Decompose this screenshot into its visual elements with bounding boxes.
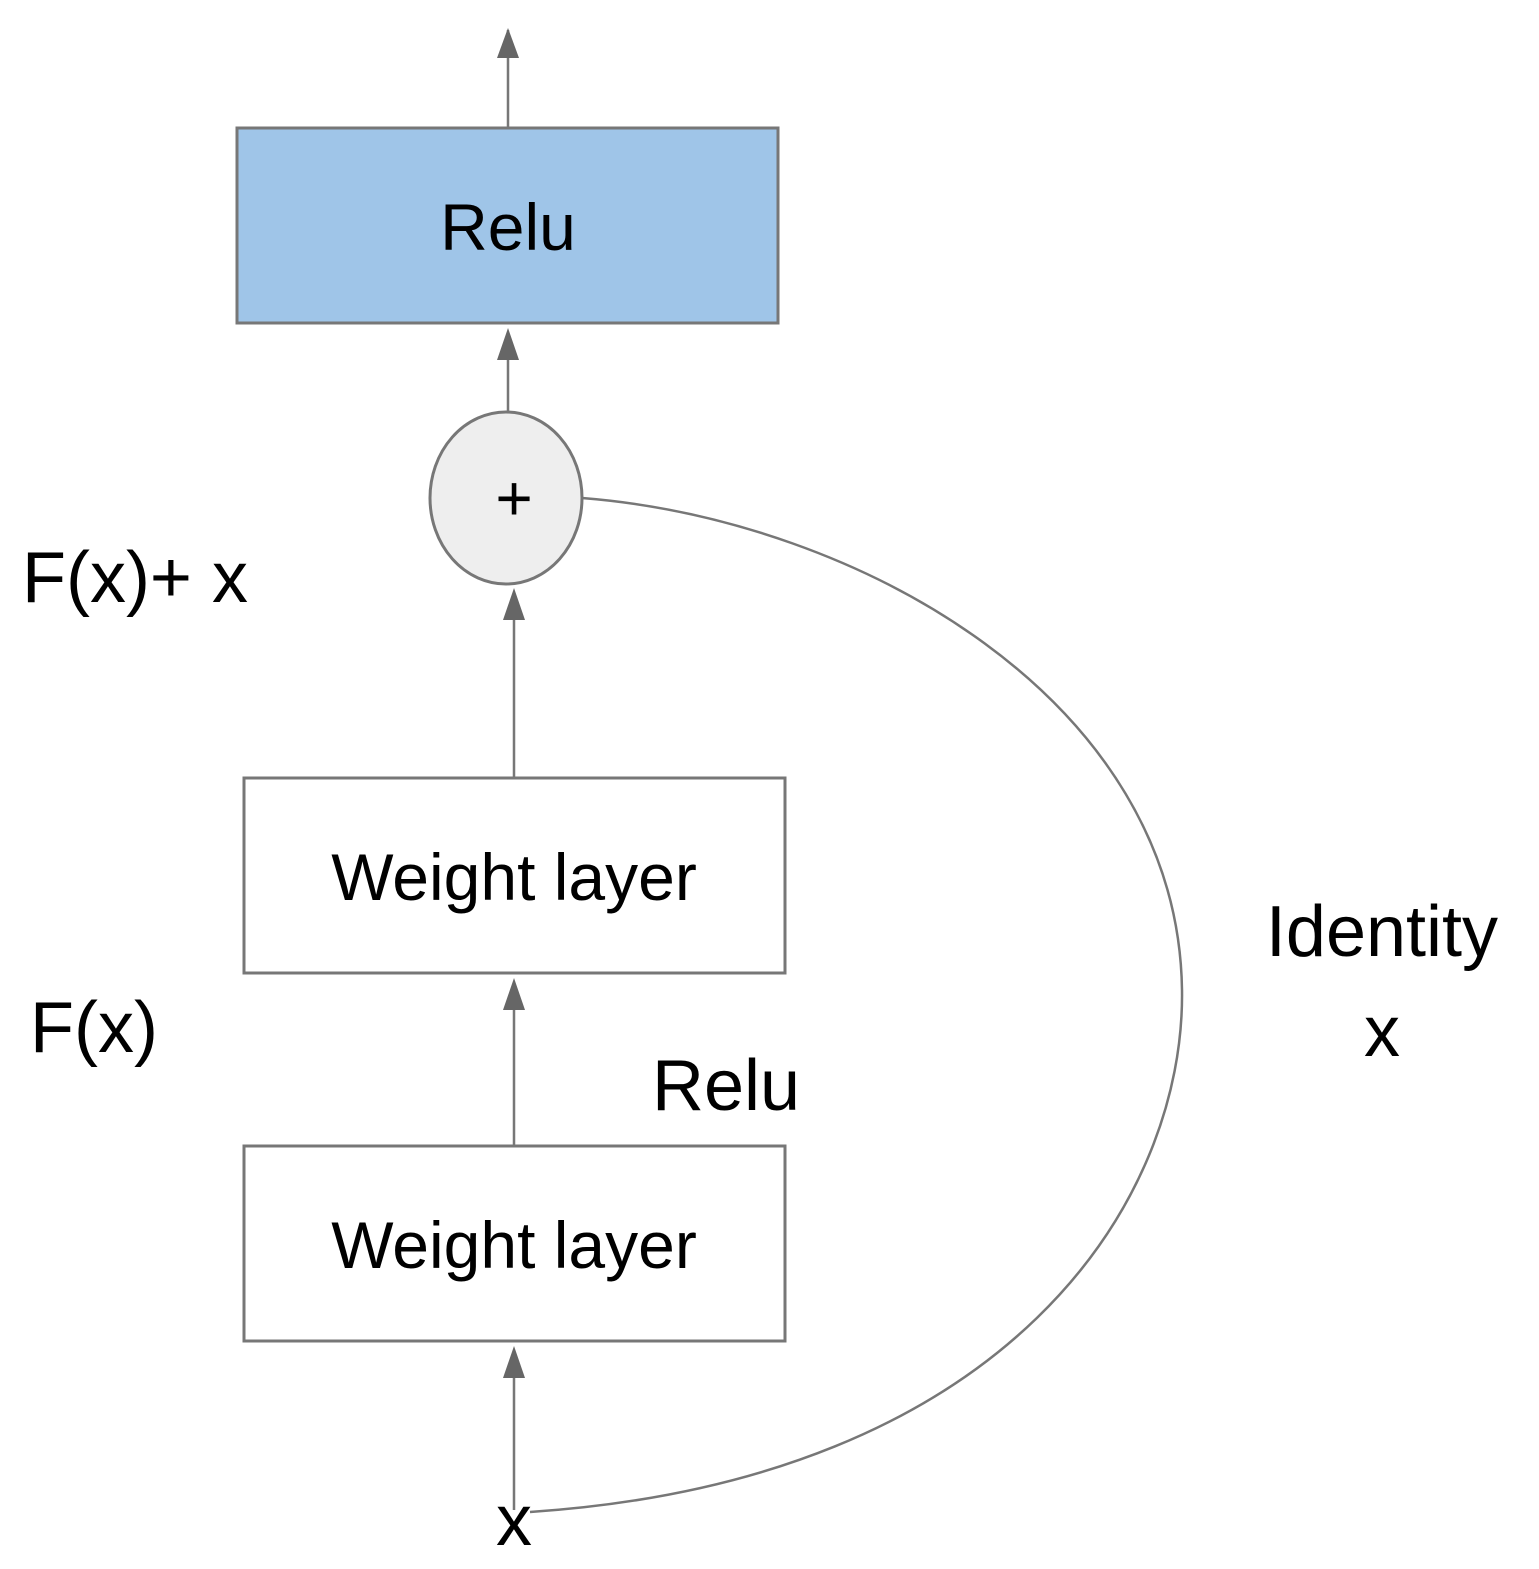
weight-layer-box-upper: [242, 776, 787, 975]
relu-box-top-label: Relu: [440, 190, 576, 264]
weight-to-weight-arrowhead: [503, 978, 525, 1010]
sum-label: F(x)+ x: [22, 538, 248, 618]
weight-to-add-arrowhead: [503, 588, 525, 620]
input-x-label: x: [496, 1481, 532, 1561]
identity-x-label: x: [1364, 992, 1400, 1072]
output-arrowhead: [497, 28, 519, 58]
weight-layer-box-lower: [242, 1144, 787, 1343]
weight-layer-upper-label: Weight layer: [331, 840, 697, 914]
identity-label: Identity: [1266, 892, 1498, 972]
plus-symbol: +: [495, 462, 532, 534]
add-to-relu-arrowhead: [497, 328, 519, 360]
identity-shortcut-curve: [529, 496, 1184, 1514]
input-arrowhead: [503, 1346, 525, 1378]
weight-layer-lower-label: Weight layer: [331, 1208, 697, 1282]
inner-relu-label: Relu: [652, 1046, 800, 1126]
residual-label: F(x): [30, 988, 158, 1068]
relu-box-top: [235, 126, 780, 325]
